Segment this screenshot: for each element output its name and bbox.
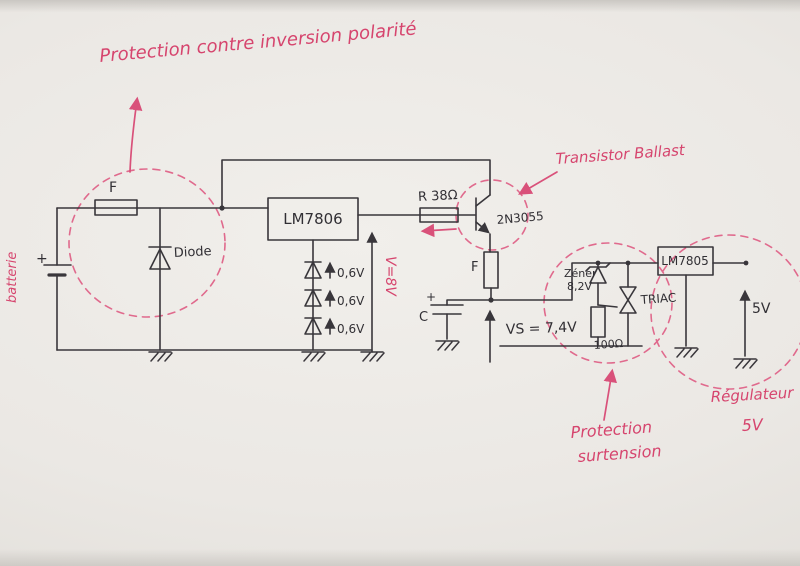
transistor-label: 2N3055: [496, 209, 544, 227]
capacitor-label: C: [419, 310, 428, 325]
protection-diode-symbol: [148, 207, 172, 351]
component-labels: + F Diode LM7806 0,6V 0,6V 0,6V R 38Ω 2N…: [36, 180, 771, 352]
battery-symbol: [43, 207, 72, 351]
chain-diode-2: [304, 289, 322, 307]
handwritten-annotations: Protection contre inversion polarité bat…: [5, 18, 795, 466]
diode-triangle: [149, 248, 171, 270]
diode-label: Diode: [173, 244, 212, 261]
regulator2-label: LM7805: [661, 254, 709, 268]
circuit-wires: [43, 159, 758, 369]
surge-annotation-line2: surtension: [577, 441, 662, 466]
zener-label-line1: Zéner: [564, 267, 597, 280]
output-terminal-dot: [743, 260, 749, 266]
annotation-arrows: [128, 96, 618, 421]
fuse-main-body: [94, 199, 138, 216]
transistor-symbol: [475, 194, 491, 253]
surge-annotation-line1: Protection: [570, 417, 653, 442]
surge-top-wire: [490, 262, 659, 301]
collector-bypass-wire: [221, 159, 491, 209]
ground-symbol: [674, 347, 699, 358]
polarity-annotation: Protection contre inversion polarité: [99, 18, 418, 67]
triac-label: TRIAC: [639, 291, 676, 308]
ballast-resistor-body: [419, 207, 459, 223]
surge-arrow: [603, 368, 618, 421]
polarity-protection-region: [68, 168, 226, 318]
resistor-pointer-arrow: [420, 223, 457, 238]
zener-symbol: [585, 262, 611, 306]
v5-label: 5V: [752, 301, 771, 317]
gate-wire: [597, 304, 618, 308]
ground-symbol: [360, 351, 385, 362]
gate-resistor-label: 100Ω: [593, 337, 623, 352]
regulator-region: [650, 234, 800, 390]
ground-symbol: [733, 358, 758, 369]
transistor-emitter: [475, 221, 490, 234]
transistor-collector: [475, 194, 491, 207]
highlight-regions: [68, 168, 800, 390]
drop2-label: 0,6V: [337, 294, 365, 308]
capacitor-top-wire: [446, 299, 492, 306]
triac-symbol: [619, 262, 637, 347]
chain-diode-1: [304, 261, 322, 279]
fuse-secondary-body: [483, 251, 499, 289]
zener-label-line2: 8,2V: [567, 280, 592, 293]
diode-chain: [304, 239, 336, 351]
ground-symbol: [148, 351, 173, 362]
triac-triangle-lower: [619, 299, 637, 314]
v8-annotation: V=8V: [382, 256, 398, 297]
fuse-main-label: F: [109, 180, 117, 196]
polarity-arrow: [128, 96, 143, 173]
chain-diode-3: [304, 317, 322, 335]
gate-resistor-body: [590, 306, 606, 338]
regulator-annotation-line1: Régulateur: [710, 384, 794, 406]
ballast-arrow: [518, 171, 558, 195]
ground-symbol: [301, 351, 326, 362]
fuse-secondary-label: F: [471, 260, 478, 275]
surge-protection-region: [543, 242, 673, 364]
vs-label: VS = 7,4V: [506, 320, 578, 338]
triac-triangle-upper: [619, 286, 637, 301]
ballast-annotation: Transistor Ballast: [555, 141, 686, 168]
battery-plus-sign: +: [36, 251, 48, 267]
battery-annotation: batterie: [5, 252, 20, 303]
drop1-label: 0,6V: [337, 266, 365, 280]
drop3-label: 0,6V: [337, 322, 365, 336]
capacitor-symbol: [430, 299, 492, 351]
cap-plus-sign: +: [426, 290, 436, 304]
regulator1-label: LM7806: [283, 210, 342, 228]
ground-symbol: [435, 340, 460, 351]
ballast-resistor-label: R 38Ω: [418, 188, 458, 205]
regulator-annotation-line2: 5V: [741, 415, 764, 435]
